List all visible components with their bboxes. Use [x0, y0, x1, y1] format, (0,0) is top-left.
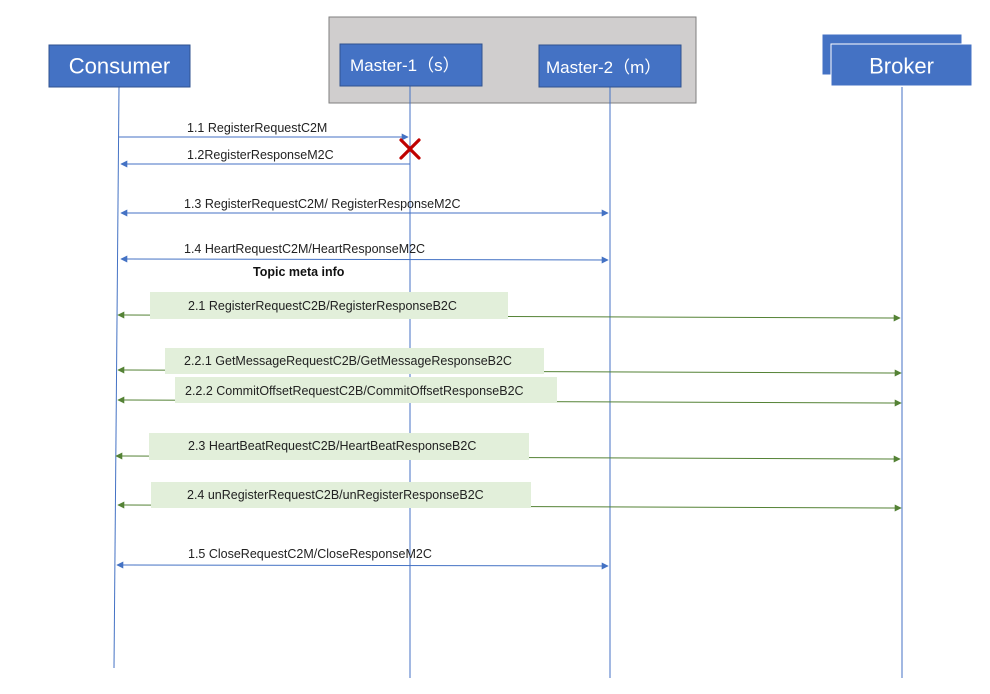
message-2-4: 2.4 unRegisterRequestC2B/unRegisterRespo…: [117, 482, 902, 512]
message-2-2-1: 2.2.1 GetMessageRequestC2B/GetMessageRes…: [117, 348, 902, 377]
master2-label: Master-2（m）: [546, 58, 661, 77]
master2-actor: Master-2（m）: [538, 44, 682, 88]
message-1-1: 1.1 RegisterRequestC2M: [119, 121, 409, 141]
message-1-3-label: 1.3 RegisterRequestC2M/ RegisterResponse…: [184, 197, 461, 211]
message-1-2: 1.2RegisterResponseM2C: [120, 148, 410, 168]
master1-label: Master-1（s）: [350, 56, 460, 75]
message-1-3: 1.3 RegisterRequestC2M/ RegisterResponse…: [120, 197, 609, 217]
message-1-4-label: 1.4 HeartRequestC2M/HeartResponseM2C: [184, 242, 425, 256]
message-2-2-2-label-bg: [175, 377, 557, 403]
message-2-1: 2.1 RegisterRequestC2B/RegisterResponseB…: [117, 292, 901, 322]
message-2-4-label-bg: [151, 482, 531, 508]
message-1-4: 1.4 HeartRequestC2M/HeartResponseM2C: [120, 242, 609, 264]
topic-meta-note: Topic meta info: [253, 265, 345, 279]
x-mark-icon: [399, 138, 421, 160]
message-1-5: 1.5 CloseRequestC2M/CloseResponseM2C: [116, 547, 609, 570]
message-1-5-label: 1.5 CloseRequestC2M/CloseResponseM2C: [188, 547, 432, 561]
message-1-2-label: 1.2RegisterResponseM2C: [187, 148, 334, 162]
broker-label: Broker: [869, 54, 934, 79]
message-2-2-1-label-bg: [165, 348, 544, 374]
message-1-1-label: 1.1 RegisterRequestC2M: [187, 121, 327, 135]
message-2-2-1-label: 2.2.1 GetMessageRequestC2B/GetMessageRes…: [184, 354, 512, 368]
consumer-lifeline: [113, 86, 120, 669]
message-2-3: 2.3 HeartBeatRequestC2B/HeartBeatRespons…: [115, 433, 901, 463]
broker-actor: Broker: [821, 33, 973, 87]
consumer-label: Consumer: [69, 54, 170, 79]
message-2-1-label-bg: [150, 292, 508, 319]
message-2-3-label-bg: [149, 433, 529, 460]
message-2-1-label: 2.1 RegisterRequestC2B/RegisterResponseB…: [188, 299, 457, 313]
message-2-4-label: 2.4 unRegisterRequestC2B/unRegisterRespo…: [187, 488, 484, 502]
message-2-2-2: 2.2.2 CommitOffsetRequestC2B/CommitOffse…: [117, 377, 902, 407]
master1-actor: Master-1（s）: [339, 43, 483, 87]
message-2-3-label: 2.3 HeartBeatRequestC2B/HeartBeatRespons…: [188, 439, 476, 453]
message-2-2-2-label: 2.2.2 CommitOffsetRequestC2B/CommitOffse…: [185, 384, 524, 398]
consumer-actor: Consumer: [48, 44, 191, 88]
